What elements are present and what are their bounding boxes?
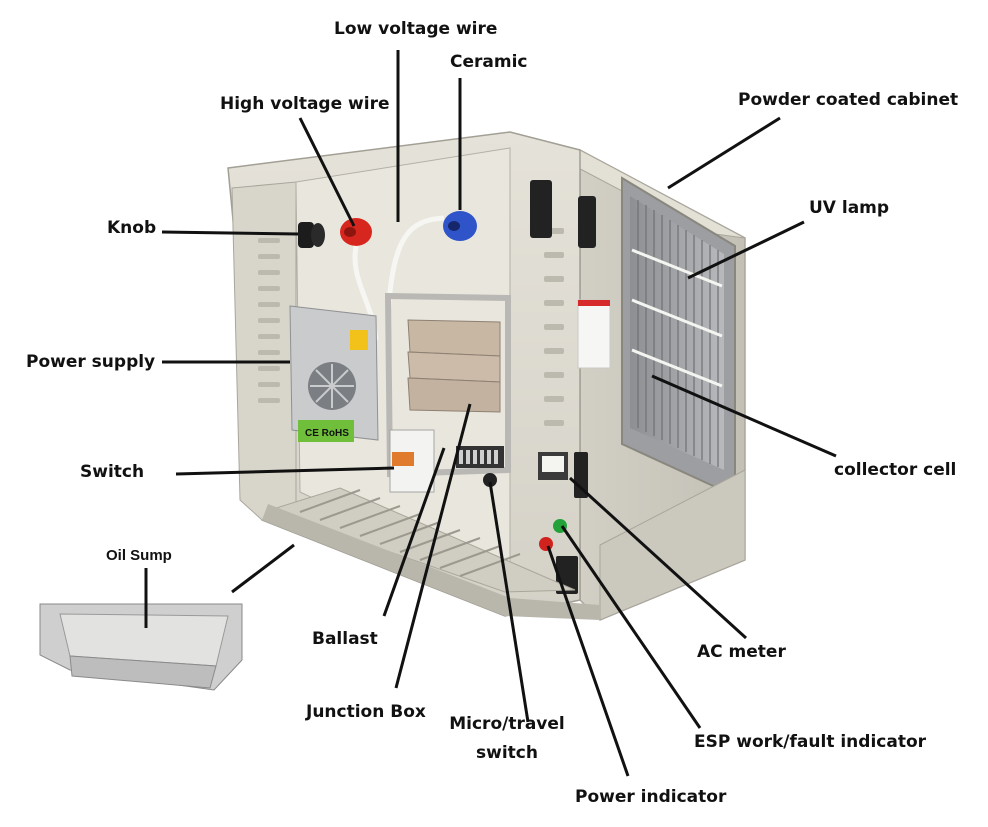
label-knob: Knob: [107, 218, 157, 238]
label-micro-travel-switch-line2: switch: [476, 743, 538, 763]
warning-sign: [577, 299, 611, 369]
label-low-voltage-wire: Low voltage wire: [334, 19, 498, 39]
label-micro-travel-switch: Micro/travel switch: [446, 710, 568, 768]
ballast: [384, 292, 511, 478]
ceramic-low-voltage: [443, 211, 477, 241]
ce-rohs-mark: CE RoHS: [305, 428, 349, 439]
label-esp-indicator: ESP work/fault indicator: [694, 732, 927, 752]
label-power-indicator: Power indicator: [575, 787, 727, 807]
label-oil-sump: Oil Sump: [106, 547, 172, 564]
label-micro-travel-switch-line1: Micro/travel: [449, 714, 565, 734]
label-powder-coated-cabinet: Powder coated cabinet: [738, 90, 959, 110]
junction-box: [456, 446, 504, 468]
label-ac-meter: AC meter: [697, 642, 786, 662]
ceramic-high-voltage: [340, 218, 372, 246]
label-high-voltage-wire: High voltage wire: [220, 94, 390, 114]
label-ballast: Ballast: [312, 629, 378, 649]
label-power-supply: Power supply: [26, 352, 156, 372]
label-ceramic: Ceramic: [450, 52, 528, 72]
leader-lines: [144, 50, 837, 777]
micro-switch: [483, 473, 497, 487]
power-supply: CE RoHS: [289, 305, 379, 442]
oil-sump-inset: [39, 603, 243, 691]
label-collector-cell: collector cell: [834, 460, 957, 480]
label-switch: Switch: [80, 462, 145, 482]
label-junction-box: Junction Box: [306, 702, 426, 722]
switch: [389, 429, 435, 493]
uv-lamp-tubes: [631, 248, 723, 388]
power-indicator-light: [539, 537, 553, 551]
label-uv-lamp: UV lamp: [809, 198, 890, 218]
ac-meter: [538, 452, 568, 480]
knob: [298, 222, 325, 248]
